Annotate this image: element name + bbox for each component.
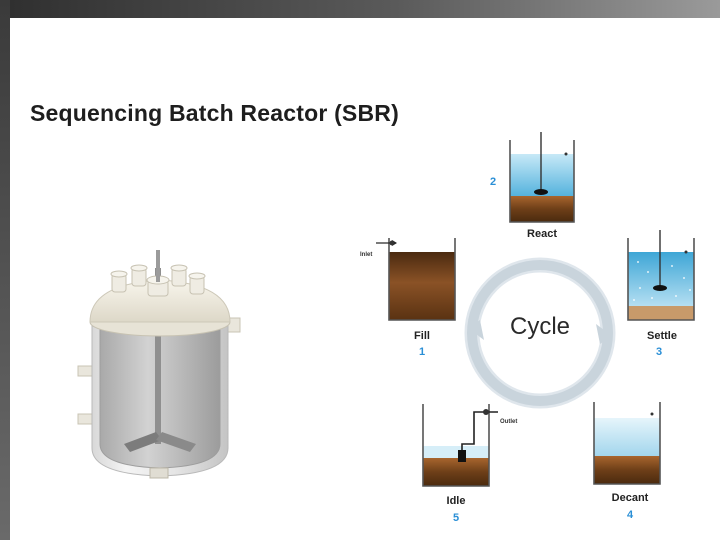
cycle-center-label: Cycle <box>510 313 570 340</box>
tank-idle <box>422 404 498 487</box>
tank-decant <box>593 402 661 485</box>
cycle-arrowhead-left <box>468 320 484 340</box>
reactor-vessel-illustration <box>77 250 241 479</box>
cycle-ring <box>464 257 616 409</box>
stage-fill-number: 1 <box>419 346 425 358</box>
tank-fill <box>376 238 456 321</box>
window-frame-left <box>0 0 10 540</box>
stage-settle-number: 3 <box>656 346 662 358</box>
tank-settle <box>627 230 695 321</box>
stage-idle-number: 5 <box>453 512 459 524</box>
fill-inlet-label: Inlet <box>360 252 372 258</box>
stage-react-name: React <box>527 228 557 240</box>
slide-title: Sequencing Batch Reactor (SBR) <box>30 100 399 126</box>
stage-idle-name: Idle <box>447 495 466 507</box>
window-frame-top <box>0 0 720 18</box>
stage-settle-name: Settle <box>647 330 677 342</box>
stage-fill-name: Fill <box>414 330 430 342</box>
tank-react <box>509 132 575 223</box>
stage-react-number: 2 <box>490 176 496 188</box>
idle-outlet-label: Outlet <box>500 419 517 425</box>
cycle-arrowhead-right <box>596 324 612 344</box>
stage-decant-name: Decant <box>612 492 649 504</box>
stage-decant-number: 4 <box>627 509 634 521</box>
